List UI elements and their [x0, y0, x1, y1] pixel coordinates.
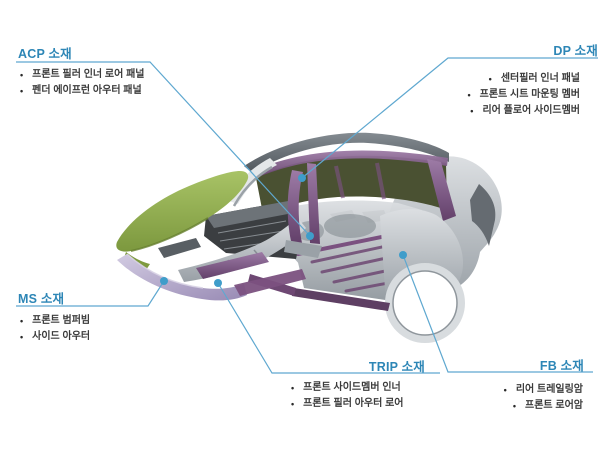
list-item: • 펜더 에이프런 아우터 패널 [20, 83, 144, 99]
dp-leader-line [301, 57, 598, 179]
bullet-icon: • [20, 86, 24, 96]
list-item: • 프론트 필러 인너 로어 패널 [20, 67, 144, 83]
ms-dot [160, 277, 168, 285]
fb-item-list: • 리어 트레일링암 • 프론트 로어암 [504, 382, 583, 414]
list-item: • 프론트 사이드멤버 인너 [291, 380, 404, 396]
bullet-icon: • [470, 106, 474, 116]
trip-group-label: TRIP 소재 [368, 360, 425, 374]
hood-panel [116, 171, 249, 252]
dp-item-list: • 센터필러 인너 패널 • 프론트 시트 마운팅 멤버 • 리어 플로어 사이… [468, 71, 581, 119]
acp-leader-line [16, 61, 311, 237]
acp-dot [306, 232, 314, 240]
acp-item-list: • 프론트 필러 인너 로어 패널 • 펜더 에이프런 아우터 패널 [20, 67, 144, 99]
fb-group-label: FB 소재 [539, 359, 584, 373]
front-side-member-inner [196, 252, 269, 279]
material-part-label: 사이드 아우터 [32, 331, 91, 342]
material-part-label: 프론트 범퍼빔 [32, 315, 91, 326]
material-part-label: 프론트 필러 인너 로어 패널 [32, 69, 145, 80]
list-item: • 프론트 시트 마운팅 멤버 [468, 87, 581, 103]
material-part-label: 센터필러 인너 패널 [500, 73, 580, 84]
trip-item-list: • 프론트 사이드멤버 인너 • 프론트 필러 아우터 로어 [291, 380, 404, 412]
bullet-icon: • [503, 385, 507, 395]
ms-leader-line [16, 280, 165, 307]
ms-group-label: MS 소재 [18, 292, 65, 306]
trip-leader-line [217, 282, 440, 374]
ms-item-list: • 프론트 범퍼빔 • 사이드 아우터 [20, 313, 90, 345]
bullet-icon: • [20, 316, 24, 326]
wheel-arch-opening [392, 270, 458, 336]
a-pillar-outer-edge [232, 165, 273, 207]
far-side-pillar [375, 162, 386, 200]
acp-group-label: ACP 소재 [18, 47, 72, 61]
pillar-base-bracket [284, 240, 322, 258]
trip-dot [214, 279, 222, 287]
list-item: • 프론트 필러 아우터 로어 [291, 396, 404, 412]
bumper-beam-highlight [126, 253, 204, 289]
front-side-member-lower [234, 269, 306, 296]
dp-group-label: DP 소재 [553, 44, 598, 58]
list-item: • 사이드 아우터 [20, 329, 90, 345]
list-item: • 프론트 범퍼빔 [20, 313, 90, 329]
material-part-label: 프론트 로어암 [525, 400, 583, 411]
material-part-label: 리어 트레일링암 [515, 384, 583, 395]
material-part-label: 프론트 시트 마운팅 멤버 [479, 89, 580, 100]
rocker-sill [292, 288, 390, 311]
hood-edge-shadow [130, 217, 209, 252]
material-part-label: 프론트 사이드멤버 인너 [303, 382, 401, 393]
bullet-icon: • [291, 383, 295, 393]
bullet-icon: • [512, 401, 517, 411]
roof-side-rail [250, 150, 448, 179]
c-pillar [427, 159, 456, 221]
fb-leader-line [402, 254, 593, 373]
bullet-icon: • [291, 399, 295, 409]
material-part-label: 프론트 필러 아우터 로어 [303, 398, 404, 409]
bullet-icon: • [20, 70, 24, 80]
bullet-icon: • [467, 90, 471, 100]
front-strut [158, 238, 201, 258]
list-item: • 프론트 로어암 [504, 398, 583, 414]
center-pillar-inner [307, 163, 320, 244]
list-item: • 센터필러 인너 패널 [468, 71, 580, 87]
roof-panel [244, 132, 449, 173]
front-bumper-beam [117, 254, 247, 301]
engine-bay-top [206, 201, 293, 228]
material-part-label: 리어 플로어 사이드멤버 [482, 105, 580, 116]
far-side-pillar [334, 165, 345, 199]
bullet-icon: • [488, 74, 492, 84]
bullet-icon: • [20, 332, 24, 342]
interior-shadow [324, 214, 376, 238]
dp-dot [298, 174, 306, 182]
rear-end-panel [470, 184, 496, 246]
material-part-label: 펜더 에이프런 아우터 패널 [32, 85, 142, 96]
window-opening [256, 155, 447, 214]
car-body-frame [116, 132, 502, 343]
list-item: • 리어 트레일링암 [504, 382, 583, 398]
leader-lines [16, 57, 598, 374]
fb-dot [399, 251, 407, 259]
leader-dots [160, 174, 407, 287]
list-item: • 리어 플로어 사이드멤버 [468, 103, 580, 119]
